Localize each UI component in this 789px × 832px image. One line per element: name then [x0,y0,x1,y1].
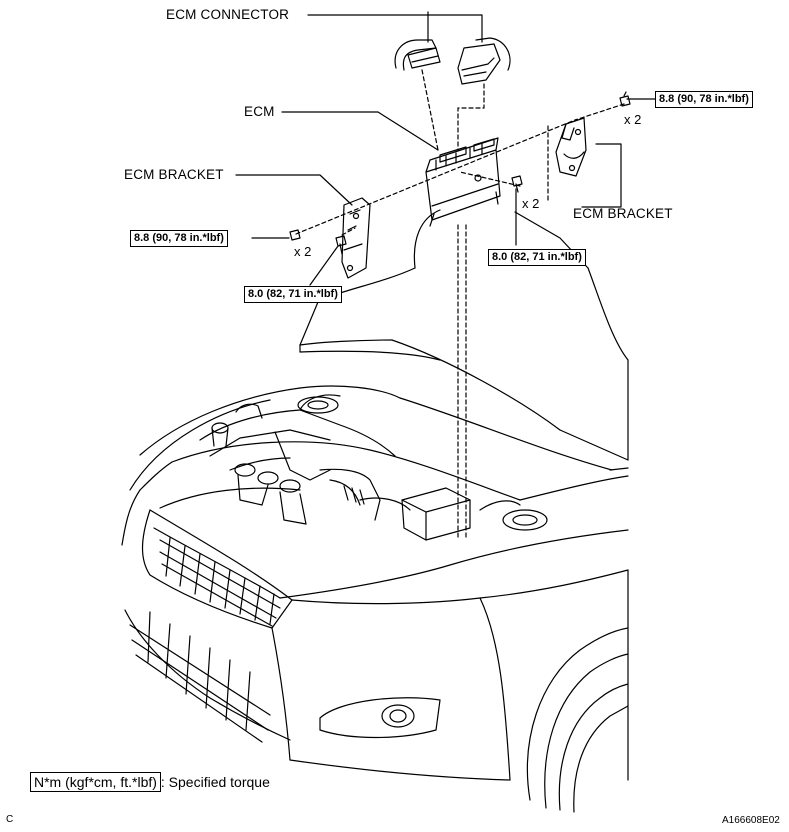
torque-unit-box: N*m (kgf*cm, ft.*lbf) [30,772,161,792]
section-code: C [6,814,14,825]
ecm-connector-right [457,37,511,85]
vehicle-body [121,209,629,813]
quantity-right: x 2 [522,196,540,211]
torque-legend-text: : Specified torque [160,774,270,790]
ecm-label: ECM [244,104,275,119]
quantity-top-right: x 2 [624,112,642,127]
ecm-unit [425,137,501,227]
torque-legend: N*m (kgf*cm, ft.*lbf): Specified torque [30,772,270,792]
bolts [289,91,631,255]
ecm-bracket-right-label: ECM BRACKET [573,206,673,221]
ecm-bracket-right-part [555,117,587,177]
torque-spec-left-lower: 8.0 (82, 71 in.*lbf) [244,286,342,303]
torque-spec-right-lower: 8.0 (82, 71 in.*lbf) [488,249,586,266]
figure-id: A166608E02 [722,815,780,826]
ecm-bracket-left-part [341,197,371,279]
quantity-left: x 2 [294,244,312,259]
torque-spec-left: 8.8 (90, 78 in.*lbf) [130,230,228,247]
ecm-connector-label: ECM CONNECTOR [166,7,290,22]
ecm-bracket-left-label: ECM BRACKET [124,167,224,182]
torque-spec-top-right: 8.8 (90, 78 in.*lbf) [655,91,753,108]
alignment-lines [295,69,625,541]
leader-lines [235,11,656,286]
ecm-connector-left [394,39,441,71]
